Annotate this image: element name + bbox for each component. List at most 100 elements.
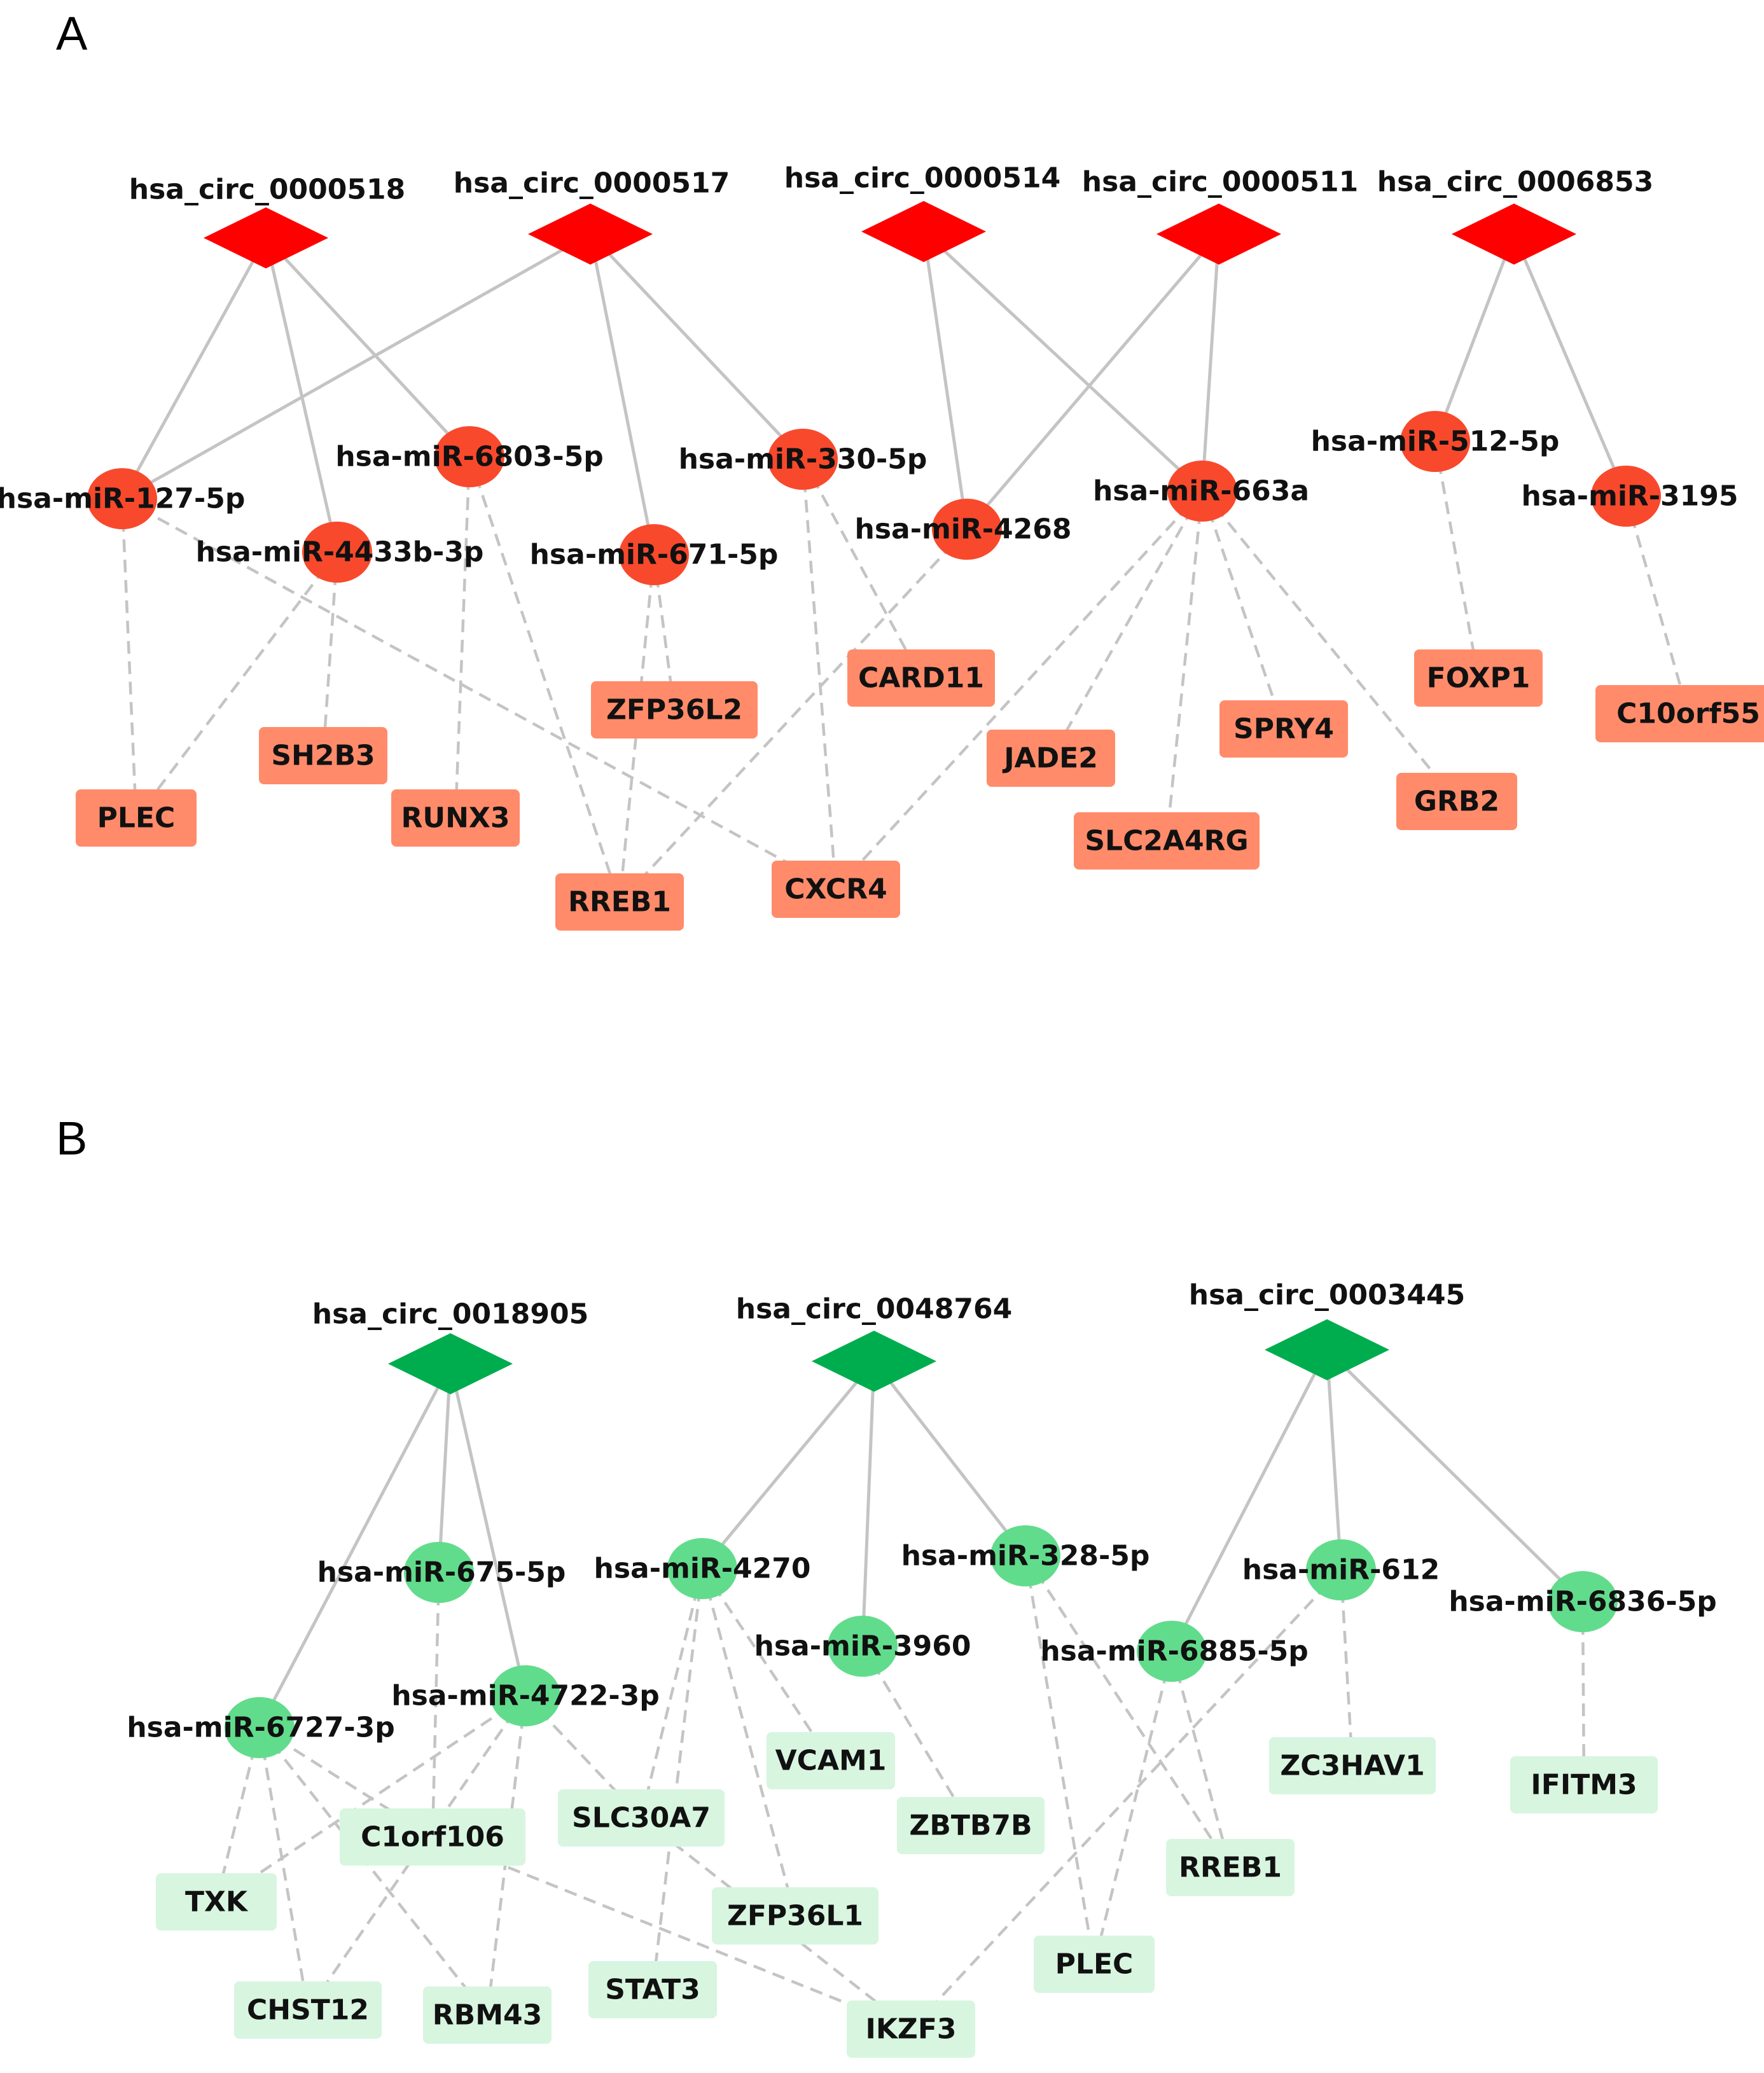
edge-c517-m671 (588, 233, 656, 555)
mirna-label-hsa-mir-3960: hsa-miR-3960 (754, 1630, 971, 1663)
gene-label-zfp36l2: ZFP36L2 (606, 694, 742, 726)
edge-c517-m127 (121, 232, 592, 501)
mirna-node-hsa-mir-612 (1306, 1539, 1376, 1600)
edge-m612-gzc3hav1 (1339, 1569, 1354, 1766)
edge-c514-m4268 (922, 231, 969, 530)
mirna-node-hsa-mir-127-5p (87, 468, 157, 529)
circ-node-hsa-circ-0000511 (1156, 204, 1281, 265)
gene-node-zc3hav1 (1269, 1737, 1436, 1794)
edge-c6853-m512 (1433, 233, 1516, 442)
mirna-node-hsa-mir-4433b-3p (302, 522, 372, 583)
edge-m6885-gplec (1092, 1651, 1174, 1965)
gene-node-zfp36l1 (712, 1887, 879, 1945)
circ-label-hsa-circ-0048764: hsa_circ_0048764 (736, 1293, 1012, 1326)
edge-m663-ggrb2 (1201, 490, 1458, 803)
edge-m6885-grreb1 (1170, 1651, 1232, 1868)
gene-label-runx3: RUNX3 (401, 802, 510, 835)
gene-node-plec (76, 789, 197, 847)
gene-label-sh2b3: SH2B3 (271, 740, 375, 772)
gene-node-plec (1034, 1936, 1155, 1993)
circ-label-hsa-circ-0003445: hsa_circ_0003445 (1189, 1279, 1465, 1312)
mirna-label-hsa-mir-3195: hsa-miR-3195 (1522, 480, 1739, 513)
mirna-node-hsa-mir-671-5p (619, 524, 689, 585)
gene-label-stat3: STAT3 (605, 1974, 700, 2006)
gene-node-txk (156, 1873, 277, 1931)
edge-c48764-m3960 (861, 1361, 876, 1647)
edge-m4270-gslc30a7 (639, 1568, 704, 1819)
circ-label-hsa-circ-0000514: hsa_circ_0000514 (784, 162, 1060, 195)
edge-m663-gspry4 (1200, 490, 1286, 730)
edge-c18905-m6727 (258, 1362, 452, 1729)
gene-label-c10orf55: C10orf55 (1616, 698, 1760, 730)
gene-node-slc2a4rg (1074, 812, 1260, 870)
mirna-label-hsa-mir-6885-5p: hsa-miR-6885-5p (1040, 1635, 1308, 1668)
gene-label-rbm43: RBM43 (433, 1999, 542, 2032)
circ-label-hsa-circ-0000517: hsa_circ_0000517 (454, 167, 730, 200)
edge-m6727-gchst12 (258, 1727, 310, 2011)
edge-c518-m127 (120, 237, 268, 500)
edge-c48764-m328 (873, 1360, 1027, 1557)
mirna-label-hsa-mir-612: hsa-miR-612 (1242, 1554, 1440, 1586)
gene-node-rbm43 (423, 1986, 552, 2044)
gene-label-zbtb7b: ZBTB7B (909, 1810, 1032, 1842)
gene-node-runx3 (391, 789, 520, 847)
gene-node-ifitm3 (1510, 1756, 1658, 1813)
mirna-label-hsa-mir-330-5p: hsa-miR-330-5p (679, 443, 927, 476)
edge-m663-gjade2 (1050, 490, 1204, 759)
edge-m612-gikzf3 (910, 1569, 1342, 2030)
edge-c18905-m675 (437, 1363, 452, 1573)
mirna-node-hsa-mir-6836-5p (1548, 1571, 1618, 1632)
circ-node-hsa-circ-0006853 (1452, 204, 1576, 265)
edge-c18905-m4722 (448, 1363, 527, 1696)
mirna-node-hsa-mir-4722-3p (490, 1665, 560, 1726)
mirna-label-hsa-mir-4433b-3p: hsa-miR-4433b-3p (196, 536, 484, 569)
edge-c3445-m6885 (1170, 1348, 1329, 1653)
gene-label-ifitm3: IFITM3 (1531, 1769, 1637, 1801)
gene-node-card11 (847, 649, 995, 707)
mirna-label-hsa-mir-328-5p: hsa-miR-328-5p (901, 1540, 1150, 1572)
gene-node-jade2 (987, 730, 1115, 787)
gene-label-zc3hav1: ZC3HAV1 (1280, 1750, 1424, 1782)
circ-node-hsa-circ-0000517 (528, 204, 653, 265)
gene-label-rreb1: RREB1 (568, 886, 671, 919)
gene-node-vcam1 (767, 1732, 895, 1789)
edge-c517-m330 (589, 233, 804, 461)
mirna-node-hsa-mir-663a (1167, 461, 1237, 522)
edge-c511-m663 (1200, 233, 1221, 492)
mirna-node-hsa-mir-6727-3p (225, 1697, 295, 1758)
panel-label-b: B (56, 1112, 87, 1165)
gene-node-cxcr4 (772, 861, 900, 918)
edge-c48764-m4270 (701, 1360, 875, 1570)
edge-m4268-grreb1 (618, 528, 968, 903)
mirna-node-hsa-mir-3195 (1591, 466, 1661, 527)
mirna-label-hsa-mir-6727-3p: hsa-miR-6727-3p (127, 1712, 394, 1744)
gene-label-plec: PLEC (97, 802, 176, 835)
mirna-node-hsa-mir-675-5p (404, 1542, 474, 1603)
nodes-b (156, 1319, 1658, 2058)
mirna-node-hsa-mir-4268 (932, 499, 1002, 560)
edge-m328-gplec (1024, 1555, 1096, 1965)
edge-m675-gc1orf106 (431, 1572, 441, 1838)
gene-node-spry4 (1219, 700, 1348, 758)
gene-node-c1orf106 (340, 1808, 525, 1866)
edge-m4270-gstat3 (651, 1568, 704, 1990)
edge-m3195-gc10orf55 (1624, 496, 1690, 714)
mirna-label-hsa-mir-512-5p: hsa-miR-512-5p (1311, 426, 1560, 458)
gene-node-sh2b3 (259, 727, 387, 784)
gene-node-zbtb7b (897, 1797, 1045, 1854)
mirna-node-hsa-mir-3960 (828, 1616, 898, 1677)
circ-node-hsa-circ-0003445 (1265, 1319, 1389, 1380)
gene-node-ikzf3 (847, 2000, 975, 2058)
mirna-node-hsa-mir-512-5p (1400, 411, 1470, 472)
gene-label-chst12: CHST12 (247, 1994, 369, 2027)
edge-m6803-grreb1 (468, 456, 622, 903)
mirna-node-hsa-mir-330-5p (768, 429, 838, 490)
gene-label-vcam1: VCAM1 (775, 1745, 887, 1777)
nodes-a (76, 201, 1764, 931)
circ-node-hsa-circ-0000518 (204, 207, 328, 268)
gene-label-foxp1: FOXP1 (1427, 662, 1531, 695)
